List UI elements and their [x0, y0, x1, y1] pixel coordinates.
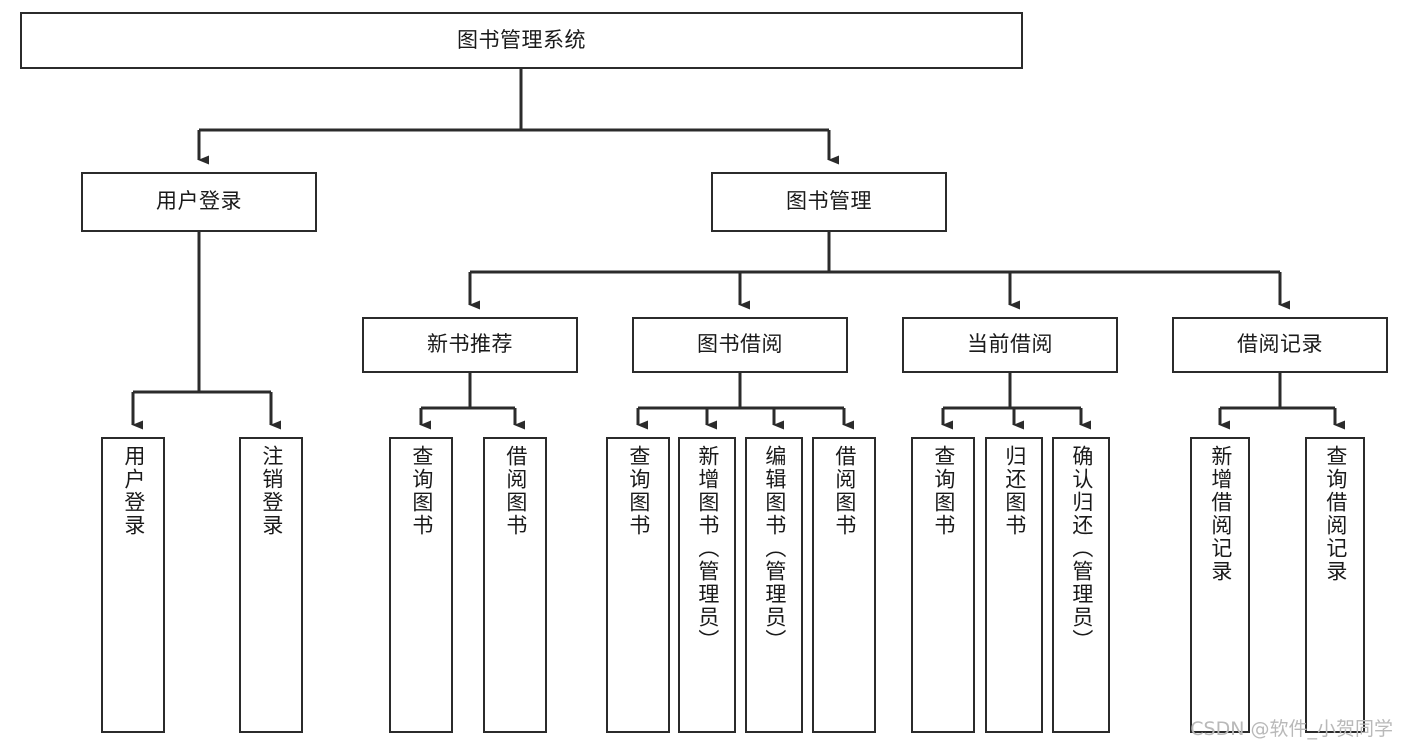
node-current-borrow[interactable]: 当前借阅: [902, 317, 1118, 373]
leaf-borrow-book-label: 借阅图书: [832, 445, 857, 537]
node-root-label: 图书管理系统: [457, 27, 586, 52]
node-user-login-label: 用户登录: [156, 189, 242, 214]
leaf-add-borrow-record-label: 新增借阅记录: [1208, 445, 1233, 583]
leaf-return-book-label: 归还图书: [1002, 445, 1027, 537]
node-book-borrow[interactable]: 图书借阅: [632, 317, 848, 373]
leaf-borrow-book-recommend[interactable]: 借阅图书: [483, 437, 547, 733]
leaf-query-book-recommend-label: 查询图书: [409, 445, 434, 537]
leaf-return-book[interactable]: 归还图书: [985, 437, 1043, 733]
node-root[interactable]: 图书管理系统: [20, 12, 1023, 69]
leaf-query-book-current[interactable]: 查询图书: [911, 437, 975, 733]
leaf-borrow-book[interactable]: 借阅图书: [812, 437, 876, 733]
leaf-query-book-borrow-label: 查询图书: [626, 445, 651, 537]
leaf-add-book-admin[interactable]: 新增图书（管理员）: [678, 437, 736, 733]
leaf-user-login[interactable]: 用户登录: [101, 437, 165, 733]
node-book-borrow-label: 图书借阅: [697, 332, 783, 357]
node-book-management-label: 图书管理: [786, 189, 872, 214]
leaf-edit-book-admin-label: 编辑图书（管理员）: [762, 445, 787, 652]
leaf-query-book-borrow[interactable]: 查询图书: [606, 437, 670, 733]
leaf-borrow-book-recommend-label: 借阅图书: [503, 445, 528, 537]
leaf-user-login-label: 用户登录: [121, 445, 146, 537]
node-book-management[interactable]: 图书管理: [711, 172, 947, 232]
leaf-add-book-admin-label: 新增图书（管理员）: [695, 445, 720, 652]
node-borrow-record-label: 借阅记录: [1237, 332, 1323, 357]
node-new-book-recommend-label: 新书推荐: [427, 332, 513, 357]
leaf-confirm-return-admin[interactable]: 确认归还（管理员）: [1052, 437, 1110, 733]
node-borrow-record[interactable]: 借阅记录: [1172, 317, 1388, 373]
leaf-query-book-recommend[interactable]: 查询图书: [389, 437, 453, 733]
leaf-query-borrow-record-label: 查询借阅记录: [1323, 445, 1348, 583]
leaf-logout[interactable]: 注销登录: [239, 437, 303, 733]
leaf-edit-book-admin[interactable]: 编辑图书（管理员）: [745, 437, 803, 733]
leaf-query-book-current-label: 查询图书: [931, 445, 956, 537]
leaf-query-borrow-record[interactable]: 查询借阅记录: [1305, 437, 1365, 733]
node-new-book-recommend[interactable]: 新书推荐: [362, 317, 578, 373]
leaf-logout-label: 注销登录: [259, 445, 284, 537]
node-user-login[interactable]: 用户登录: [81, 172, 317, 232]
node-current-borrow-label: 当前借阅: [967, 332, 1053, 357]
leaf-confirm-return-admin-label: 确认归还（管理员）: [1069, 445, 1094, 652]
leaf-add-borrow-record[interactable]: 新增借阅记录: [1190, 437, 1250, 733]
